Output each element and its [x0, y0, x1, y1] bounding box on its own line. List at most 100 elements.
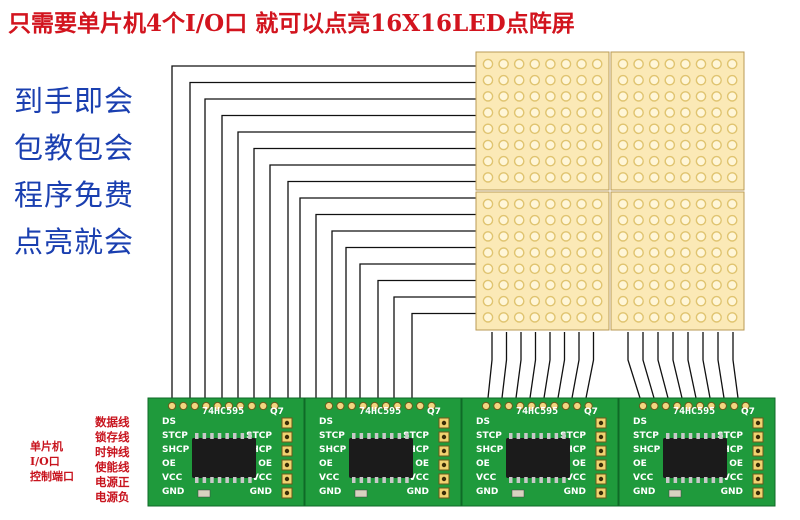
- led-dot: [576, 74, 587, 86]
- led-dot: [695, 231, 707, 242]
- ic-leg: [382, 477, 386, 483]
- wires: [171, 65, 739, 399]
- ic-leg: [681, 433, 685, 439]
- led-dot: [513, 155, 525, 167]
- led-dot: [545, 74, 556, 86]
- led-dot: [726, 107, 738, 118]
- led-dot: [664, 155, 676, 167]
- row-wire: [269, 164, 476, 398]
- pin-label-left: SHCP: [476, 445, 504, 455]
- column-wire: [732, 332, 739, 399]
- led-matrices: [475, 51, 745, 331]
- led-dot: [560, 91, 572, 102]
- led-dot: [513, 295, 525, 307]
- row-wire: [377, 279, 476, 398]
- header-pin: [741, 401, 750, 411]
- side-pin-hole: [441, 448, 447, 454]
- led-dot: [576, 123, 587, 135]
- led-dot: [498, 107, 509, 118]
- led-dot: [482, 231, 494, 242]
- led-dot: [591, 123, 603, 135]
- ic-leg: [217, 477, 222, 483]
- led-dot: [529, 123, 541, 135]
- led-dot: [633, 198, 644, 210]
- ic-leg: [374, 433, 379, 439]
- led-dot: [482, 172, 494, 183]
- pin-label-right: OE: [258, 459, 272, 469]
- pin-label-right: STCP: [560, 431, 586, 441]
- ic-chip: [506, 438, 570, 478]
- led-dot: [633, 123, 644, 135]
- ic-leg: [397, 477, 402, 483]
- led-dot: [711, 312, 722, 323]
- led-dot: [648, 231, 660, 242]
- row-wire: [331, 230, 476, 398]
- led-dot: [591, 247, 603, 258]
- row-wire: [359, 263, 476, 398]
- led-dot: [513, 123, 525, 135]
- driver-board-4: DSSTCPSHCPOEVCCGNDSTCPSHCPOEVCCGND74HC59…: [618, 397, 776, 507]
- led-dot: [664, 74, 676, 86]
- led-dot: [617, 58, 629, 70]
- header-pin: [638, 401, 648, 411]
- header-pin: [347, 401, 356, 411]
- pin-label-left: SHCP: [633, 445, 661, 455]
- led-dot: [545, 139, 556, 151]
- led-dot: [498, 247, 509, 258]
- mcu-port-label-3: 控制端口: [30, 470, 74, 483]
- pin-label-left: DS: [476, 417, 490, 427]
- led-dot: [482, 74, 494, 86]
- led-dot: [633, 58, 644, 70]
- led-dot: [498, 74, 509, 86]
- header-pin: [247, 401, 256, 411]
- header-pin: [213, 401, 222, 411]
- led-dot: [498, 155, 509, 167]
- led-dot: [482, 312, 494, 323]
- led-dot: [545, 214, 556, 226]
- ic-leg: [524, 477, 528, 483]
- led-dot: [576, 107, 587, 118]
- ic-leg: [531, 433, 536, 439]
- led-dot: [545, 312, 556, 323]
- pin-label-left: OE: [319, 459, 333, 469]
- led-dot: [711, 295, 722, 307]
- led-dot: [711, 91, 722, 102]
- side-pin-hole: [598, 490, 604, 496]
- led-dot: [633, 279, 644, 291]
- led-dot: [513, 58, 525, 70]
- row-wire: [411, 312, 476, 398]
- header-pin: [236, 401, 245, 411]
- row-wire: [171, 65, 476, 398]
- side-pin-hole: [598, 434, 604, 440]
- side-pin-hole: [441, 476, 447, 482]
- pin-label-left: DS: [633, 417, 647, 427]
- led-module-board: [475, 191, 610, 331]
- pin-label-left: GND: [162, 487, 184, 497]
- led-module-board: [610, 51, 745, 191]
- led-dot: [560, 74, 572, 86]
- ic-leg: [233, 477, 237, 483]
- led-dot: [529, 312, 541, 323]
- led-dot: [545, 247, 556, 258]
- led-dot: [617, 198, 629, 210]
- led-dot: [576, 214, 587, 226]
- led-dot: [498, 58, 509, 70]
- pin-label-left: OE: [633, 459, 647, 469]
- ic-leg: [673, 477, 678, 483]
- led-dot: [726, 139, 738, 151]
- side-pin-hole: [755, 490, 761, 496]
- header-pin: [202, 401, 211, 411]
- led-dot: [591, 172, 603, 183]
- chip-label: 74HC595: [516, 406, 558, 417]
- chip-label: 74HC595: [202, 406, 244, 417]
- led-dot: [664, 172, 676, 183]
- led-dot: [482, 58, 494, 70]
- led-dot: [617, 312, 629, 323]
- led-dot: [633, 231, 644, 242]
- ic-leg: [225, 477, 229, 483]
- header-pin: [167, 401, 177, 411]
- led-dot: [711, 263, 722, 275]
- header-pin: [493, 401, 502, 411]
- ic-leg: [531, 477, 536, 483]
- ic-leg: [359, 433, 364, 439]
